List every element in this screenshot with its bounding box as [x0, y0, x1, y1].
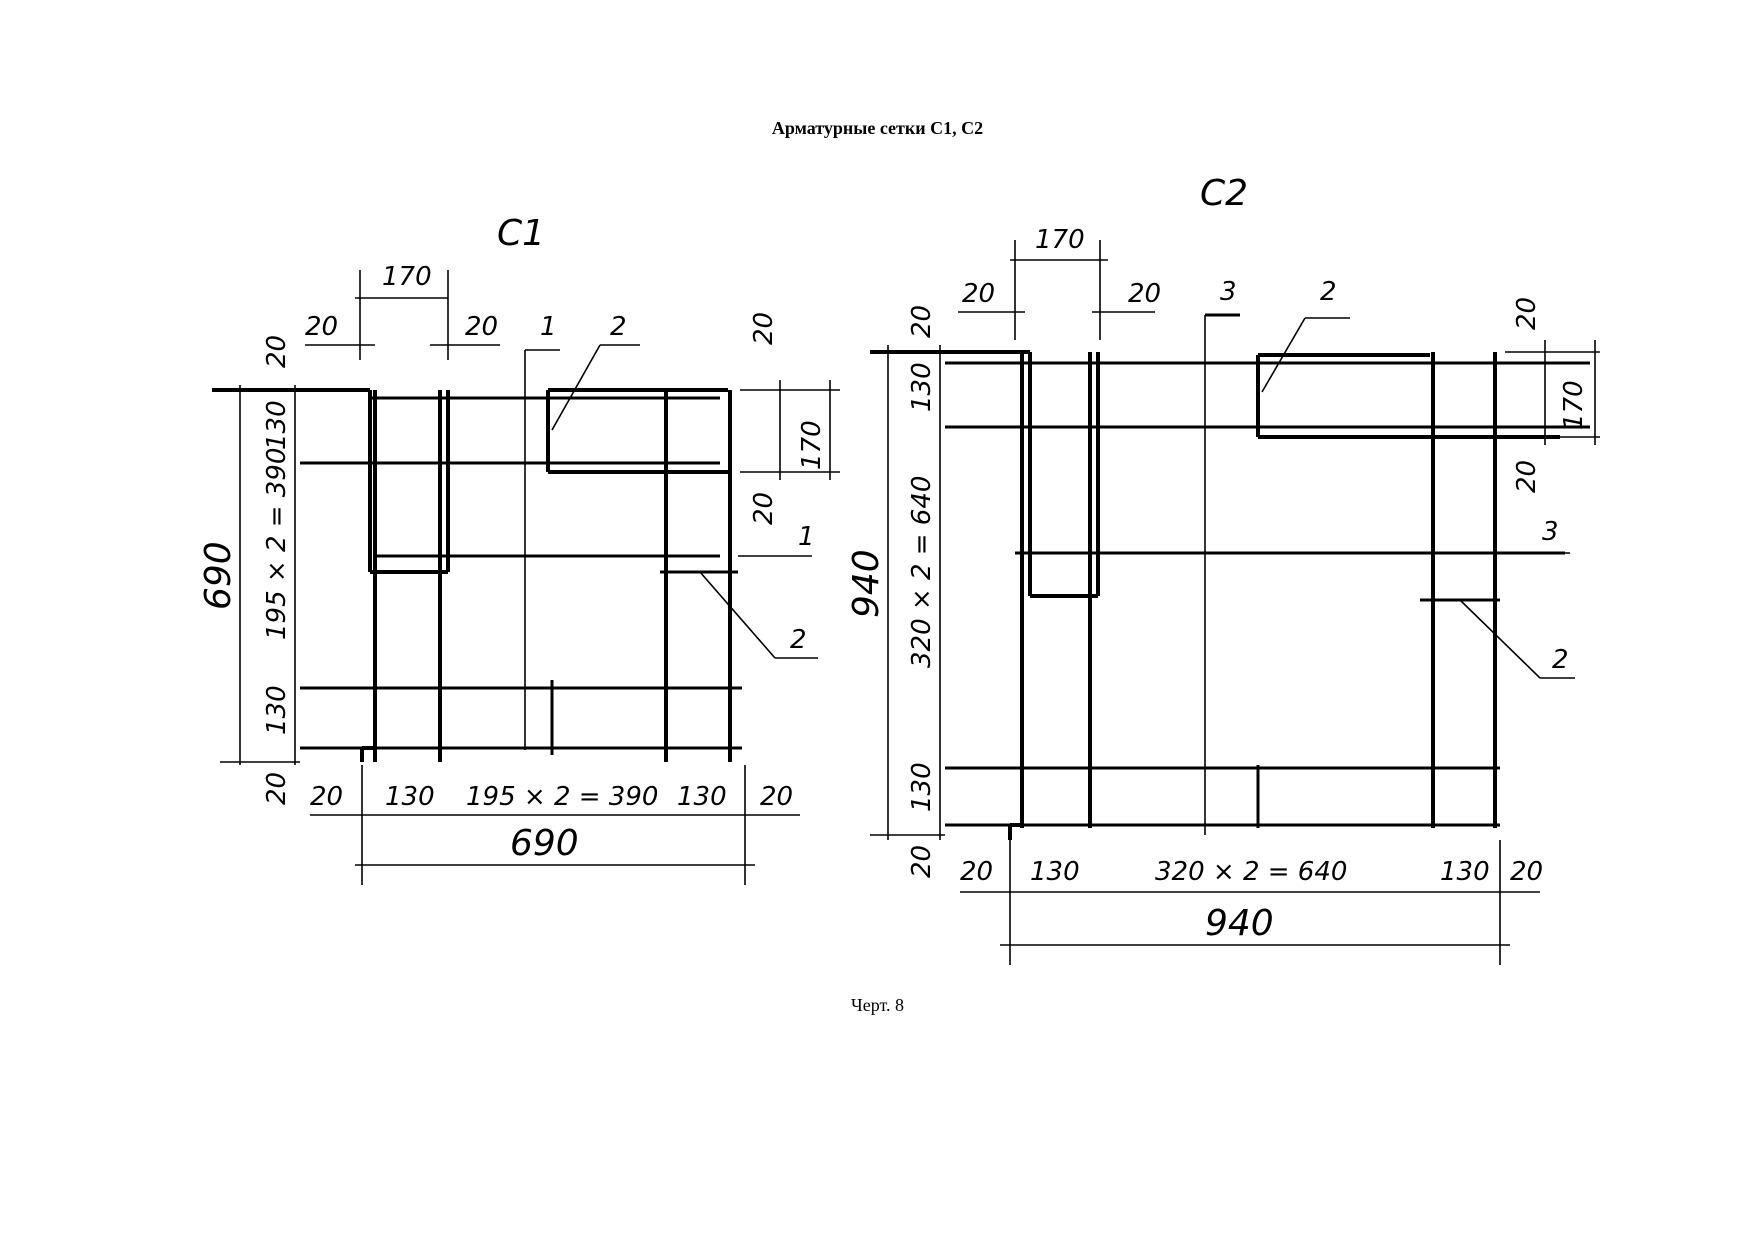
c1-bottom-dimensions: 20 130 195 × 2 = 390 130 20 690	[310, 765, 800, 885]
c2-dim-right-20-bottom: 20	[1512, 460, 1542, 493]
c1-dim-bottom-390: 195 × 2 = 390	[466, 782, 658, 812]
c1-dim-bottom-20-left: 20	[310, 782, 343, 812]
c2-pos-3-top: 3	[1220, 277, 1237, 307]
c2-pos-2-top: 2	[1320, 277, 1337, 307]
page-title: Арматурные сетки С1, С2	[771, 118, 984, 138]
c2-dim-top-20-right: 20	[1128, 279, 1161, 309]
c1-pos-2-top: 2	[610, 312, 627, 342]
c1-dim-left-20-top: 20	[262, 335, 292, 368]
figure-caption: Черт. 8	[851, 995, 904, 1015]
c1-dim-bottom-690: 690	[510, 823, 579, 864]
c1-dim-right-170: 170	[797, 420, 827, 470]
c2-dim-top-20-left: 20	[962, 279, 995, 309]
c2-top-dimensions: 170 20 20 3 2	[958, 225, 1350, 393]
c2-dim-bottom-130-right: 130	[1440, 857, 1490, 887]
c1-dim-right-20-bottom: 20	[749, 492, 779, 525]
mesh-c2: С2 170	[846, 173, 1600, 965]
c2-right-dimensions: 20 170 20 3 2	[1459, 297, 1600, 679]
c2-dim-bottom-20-left: 20	[960, 857, 993, 887]
c2-dim-bottom-940: 940	[1205, 903, 1274, 944]
c1-dim-top-20-left: 20	[305, 312, 338, 342]
c1-dim-left-130-top: 130	[262, 400, 292, 450]
c2-dim-left-20-bottom: 20	[907, 845, 937, 878]
c2-dim-left-130-bottom: 130	[907, 762, 937, 812]
c1-label: С1	[497, 213, 545, 254]
c2-rebars	[870, 315, 1590, 840]
c2-pos-3-right: 3	[1542, 517, 1559, 547]
c2-dim-right-170: 170	[1559, 380, 1589, 430]
c1-dim-top-20-right: 20	[465, 312, 498, 342]
c1-dim-left-20-bottom: 20	[262, 772, 292, 805]
c1-pos-1-top: 1	[540, 312, 557, 342]
c2-bottom-dimensions: 20 130 320 × 2 = 640 130 20 940	[960, 840, 1543, 965]
c1-dim-bottom-130-left: 130	[385, 782, 435, 812]
c2-dim-left-20-top: 20	[907, 305, 937, 338]
c1-dim-right-20-top: 20	[749, 312, 779, 345]
c2-dim-bottom-20-right: 20	[1510, 857, 1543, 887]
c2-left-dimensions: 940 320 × 2 = 640 20 130 130 20	[846, 305, 945, 878]
c1-rebars	[212, 350, 742, 762]
c2-dim-right-20-top: 20	[1512, 297, 1542, 330]
c1-dim-bottom-20-right: 20	[760, 782, 793, 812]
c2-label: С2	[1200, 173, 1248, 214]
c2-dim-left-640: 320 × 2 = 640	[907, 476, 937, 668]
c2-dim-left-940: 940	[846, 549, 887, 618]
mesh-c1: С1	[198, 213, 840, 885]
c2-dim-top-170: 170	[1035, 225, 1085, 255]
c1-dim-bottom-130-right: 130	[677, 782, 727, 812]
c2-dim-left-130-top: 130	[907, 362, 937, 412]
c1-pos-2-right: 2	[790, 625, 807, 655]
c1-right-dimensions: 20 170 20 1 2	[699, 312, 840, 659]
c2-dim-bottom-130-left: 130	[1030, 857, 1080, 887]
c1-dim-top-170: 170	[382, 262, 432, 292]
c1-left-dimensions: 690 195 × 2 = 390 20 130 130 20	[198, 335, 300, 805]
c1-pos-1-right: 1	[798, 522, 815, 552]
c2-dim-bottom-640: 320 × 2 = 640	[1155, 857, 1347, 887]
c1-dim-left-130-bottom: 130	[262, 685, 292, 735]
c2-pos-2-right: 2	[1552, 645, 1569, 675]
c1-dim-left-390: 195 × 2 = 390	[262, 448, 292, 640]
c1-top-dimensions: 170 20 20 1 2	[305, 262, 640, 431]
c1-dim-left-690: 690	[198, 541, 239, 610]
